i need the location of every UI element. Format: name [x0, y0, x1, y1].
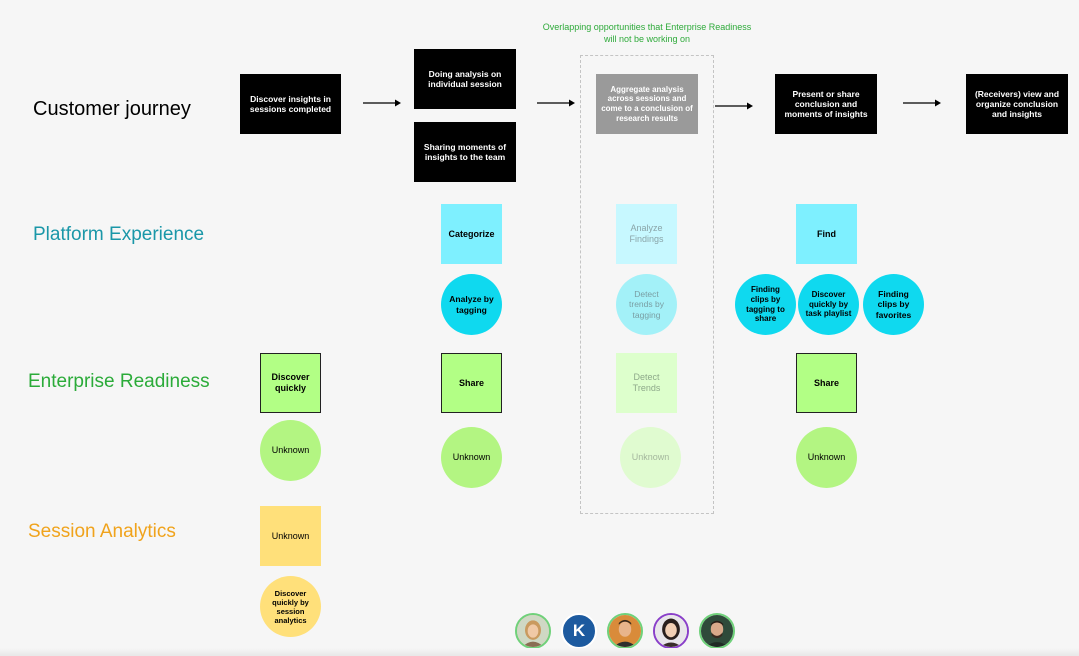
- platform-finding-clips-tagging[interactable]: Finding clips by tagging to share: [735, 274, 796, 335]
- analytics-discover-session-analytics[interactable]: Discover quickly by session analytics: [260, 576, 321, 637]
- enterprise-unknown-1[interactable]: Unknown: [260, 420, 321, 481]
- overlap-region-frame: [580, 55, 714, 514]
- analytics-unknown[interactable]: Unknown: [260, 506, 321, 566]
- platform-discover-task-playlist[interactable]: Discover quickly by task playlist: [798, 274, 859, 335]
- person-photo-icon: [609, 615, 641, 647]
- journey-step-receivers-view[interactable]: (Receivers) view and organize conclusion…: [966, 74, 1068, 134]
- person-photo-icon: [517, 615, 549, 647]
- platform-analyze-by-tagging[interactable]: Analyze by tagging: [441, 274, 502, 335]
- platform-find[interactable]: Find: [796, 204, 857, 264]
- enterprise-share-1[interactable]: Share: [441, 353, 502, 413]
- collaborator-avatar[interactable]: [607, 613, 643, 649]
- journey-step-aggregate-analysis[interactable]: Aggregate analysis across sessions and c…: [596, 74, 698, 134]
- journey-step-present-share[interactable]: Present or share conclusion and moments …: [775, 74, 877, 134]
- arrow-right-icon: [363, 99, 401, 107]
- row-label-customer-journey: Customer journey: [33, 98, 191, 120]
- person-photo-icon: [655, 615, 687, 647]
- collaborator-avatar[interactable]: [653, 613, 689, 649]
- person-photo-icon: [701, 615, 733, 647]
- enterprise-unknown-3[interactable]: Unknown: [620, 427, 681, 488]
- arrow-right-icon: [903, 99, 941, 107]
- journey-step-sharing-moments[interactable]: Sharing moments of insights to the team: [414, 122, 516, 182]
- overlap-note: Overlapping opportunities that Enterpris…: [542, 22, 752, 44]
- enterprise-discover-quickly[interactable]: Discover quickly: [260, 353, 321, 413]
- collaborator-avatar[interactable]: K: [561, 613, 597, 649]
- arrow-right-icon: [715, 102, 753, 110]
- enterprise-detect-trends[interactable]: Detect Trends: [616, 353, 677, 413]
- collaborator-avatar[interactable]: [515, 613, 551, 649]
- row-label-enterprise-readiness: Enterprise Readiness: [28, 371, 210, 392]
- platform-categorize[interactable]: Categorize: [441, 204, 502, 264]
- enterprise-unknown-2[interactable]: Unknown: [441, 427, 502, 488]
- avatar-initial: K: [572, 621, 586, 640]
- row-label-session-analytics: Session Analytics: [28, 521, 176, 542]
- arrow-right-icon: [537, 99, 575, 107]
- platform-detect-trends-by-tagging[interactable]: Detect trends by tagging: [616, 274, 677, 335]
- enterprise-unknown-4[interactable]: Unknown: [796, 427, 857, 488]
- platform-analyze-findings[interactable]: Analyze Findings: [616, 204, 677, 264]
- collaborator-avatar[interactable]: [699, 613, 735, 649]
- platform-finding-clips-favorites[interactable]: Finding clips by favorites: [863, 274, 924, 335]
- bottom-edge-shadow: [0, 648, 1079, 656]
- journey-step-doing-analysis[interactable]: Doing analysis on individual session: [414, 49, 516, 109]
- row-label-platform-experience: Platform Experience: [33, 224, 205, 245]
- enterprise-share-2[interactable]: Share: [796, 353, 857, 413]
- journey-step-discover-insights[interactable]: Discover insights in sessions completed: [240, 74, 341, 134]
